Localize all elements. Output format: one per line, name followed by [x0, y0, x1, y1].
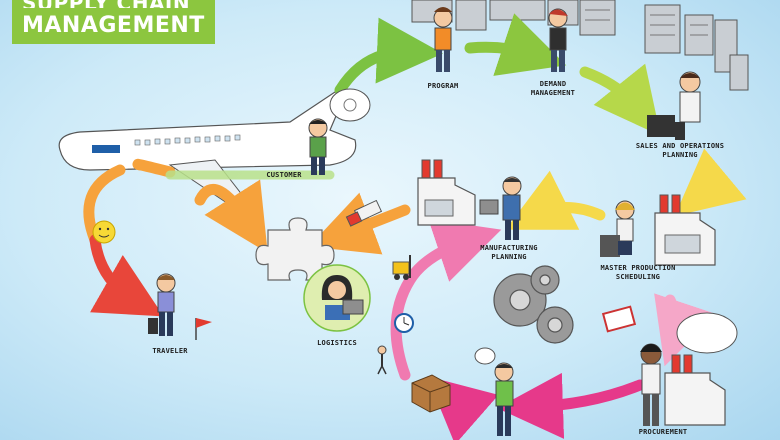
- package-box-icon: [411, 374, 451, 413]
- factory-icon-manufacturing: [417, 159, 476, 226]
- gears-icon: [493, 265, 574, 344]
- title-line-1: SUPPLY CHAIN: [22, 0, 205, 8]
- customer-person: [308, 118, 328, 175]
- label-demand-management: DEMAND MANAGEMENT: [530, 80, 576, 97]
- factory-icon-procurement: [664, 354, 726, 426]
- clock-icon: [394, 313, 414, 333]
- small-walker-person: [377, 345, 387, 375]
- program-person: [433, 7, 453, 72]
- label-traveler: TRAVELER: [152, 347, 188, 355]
- sales-planner-person: [647, 71, 701, 140]
- label-procurement: PROCUREMENT: [638, 428, 688, 436]
- speech-bubble: [474, 312, 738, 365]
- document-icon: [601, 305, 637, 333]
- confused-person: [494, 362, 514, 436]
- factory-icon-scheduling: [654, 194, 716, 266]
- city-buildings: [411, 0, 749, 91]
- label-customer: CUSTOMER: [266, 171, 302, 179]
- procurement-person: [640, 343, 662, 426]
- truck-icon: [345, 199, 383, 227]
- logistics-avatar: [303, 264, 371, 332]
- label-logistics: LOGISTICS: [317, 339, 357, 347]
- manufacturing-planner-person: [479, 176, 522, 240]
- demand-person: [548, 8, 568, 72]
- title-line-2: MANAGEMENT: [22, 13, 205, 38]
- forklift-icon: [392, 255, 411, 280]
- label-sales-operations-planning: SALES AND OPERATIONS PLANNING: [635, 142, 725, 159]
- traveler-person: [148, 273, 212, 340]
- cycle-arrows: [83, 13, 747, 440]
- people-figures: [148, 7, 701, 436]
- label-master-production-scheduling: MASTER PRODUCTION SCHEDULING: [600, 264, 676, 281]
- scheduler-person: [600, 200, 635, 257]
- thought-bubble: [329, 88, 371, 122]
- label-program: PROGRAM: [427, 82, 459, 90]
- label-manufacturing-planning: MANUFACTURING PLANNING: [480, 244, 538, 261]
- title-banner: SUPPLY CHAIN MANAGEMENT: [12, 0, 215, 44]
- smiley-icon: [92, 220, 116, 244]
